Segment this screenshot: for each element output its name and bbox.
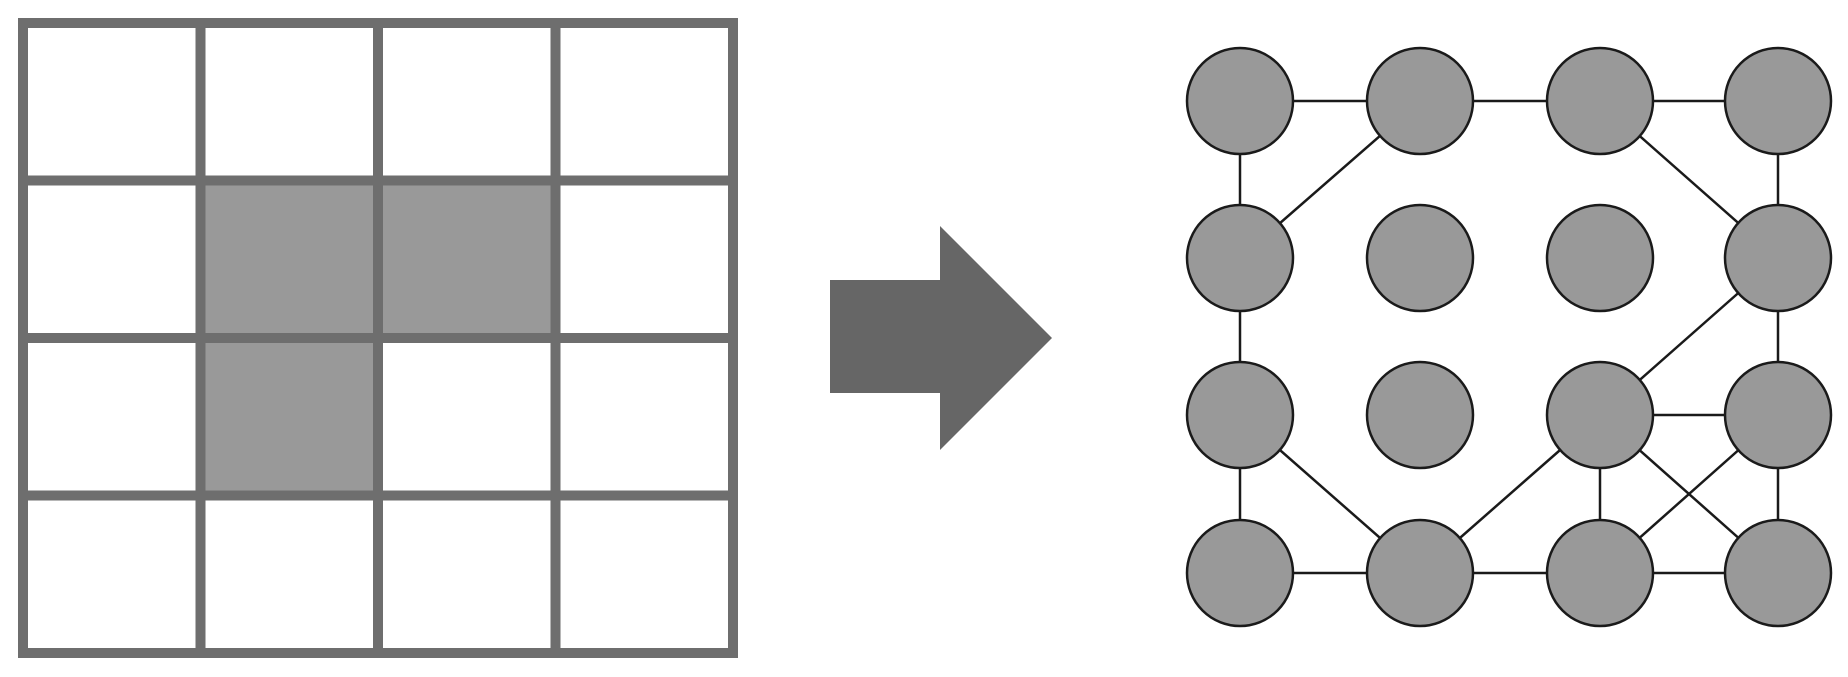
graph-node	[1185, 203, 1295, 313]
grid-cell	[195, 490, 383, 658]
graph-node	[1185, 518, 1295, 628]
grid-cell	[18, 175, 206, 343]
right-arrow-icon	[830, 226, 1052, 450]
grid-cell-filled	[373, 175, 561, 343]
grid-cell	[373, 18, 561, 186]
grid-cell	[373, 333, 561, 501]
graph-node	[1545, 203, 1655, 313]
grid-cell	[373, 490, 561, 658]
pixel-grid	[18, 18, 738, 658]
grid-cell	[550, 18, 738, 186]
graph-node	[1185, 360, 1295, 470]
graph-node	[1365, 46, 1475, 156]
grid-cell	[18, 18, 206, 186]
graph-node	[1723, 518, 1833, 628]
pixel-graph	[1185, 46, 1833, 628]
grid-cell	[18, 333, 206, 501]
graph-node	[1723, 360, 1833, 470]
grid-cell-filled	[195, 175, 383, 343]
graph-node	[1545, 360, 1655, 470]
graph-node	[1365, 518, 1475, 628]
grid-cell	[195, 18, 383, 186]
graph-node	[1723, 203, 1833, 313]
graph-node	[1365, 360, 1475, 470]
graph-node	[1723, 46, 1833, 156]
graph-nodes	[1185, 46, 1833, 628]
graph-node	[1545, 46, 1655, 156]
grid-cell	[550, 490, 738, 658]
grid-cell	[550, 333, 738, 501]
graph-node	[1365, 203, 1475, 313]
graph-node	[1545, 518, 1655, 628]
grid-cell	[550, 175, 738, 343]
grid-cell-filled	[195, 333, 383, 501]
arrow-shape	[830, 226, 1052, 450]
grid-cell	[18, 490, 206, 658]
graph-node	[1185, 46, 1295, 156]
